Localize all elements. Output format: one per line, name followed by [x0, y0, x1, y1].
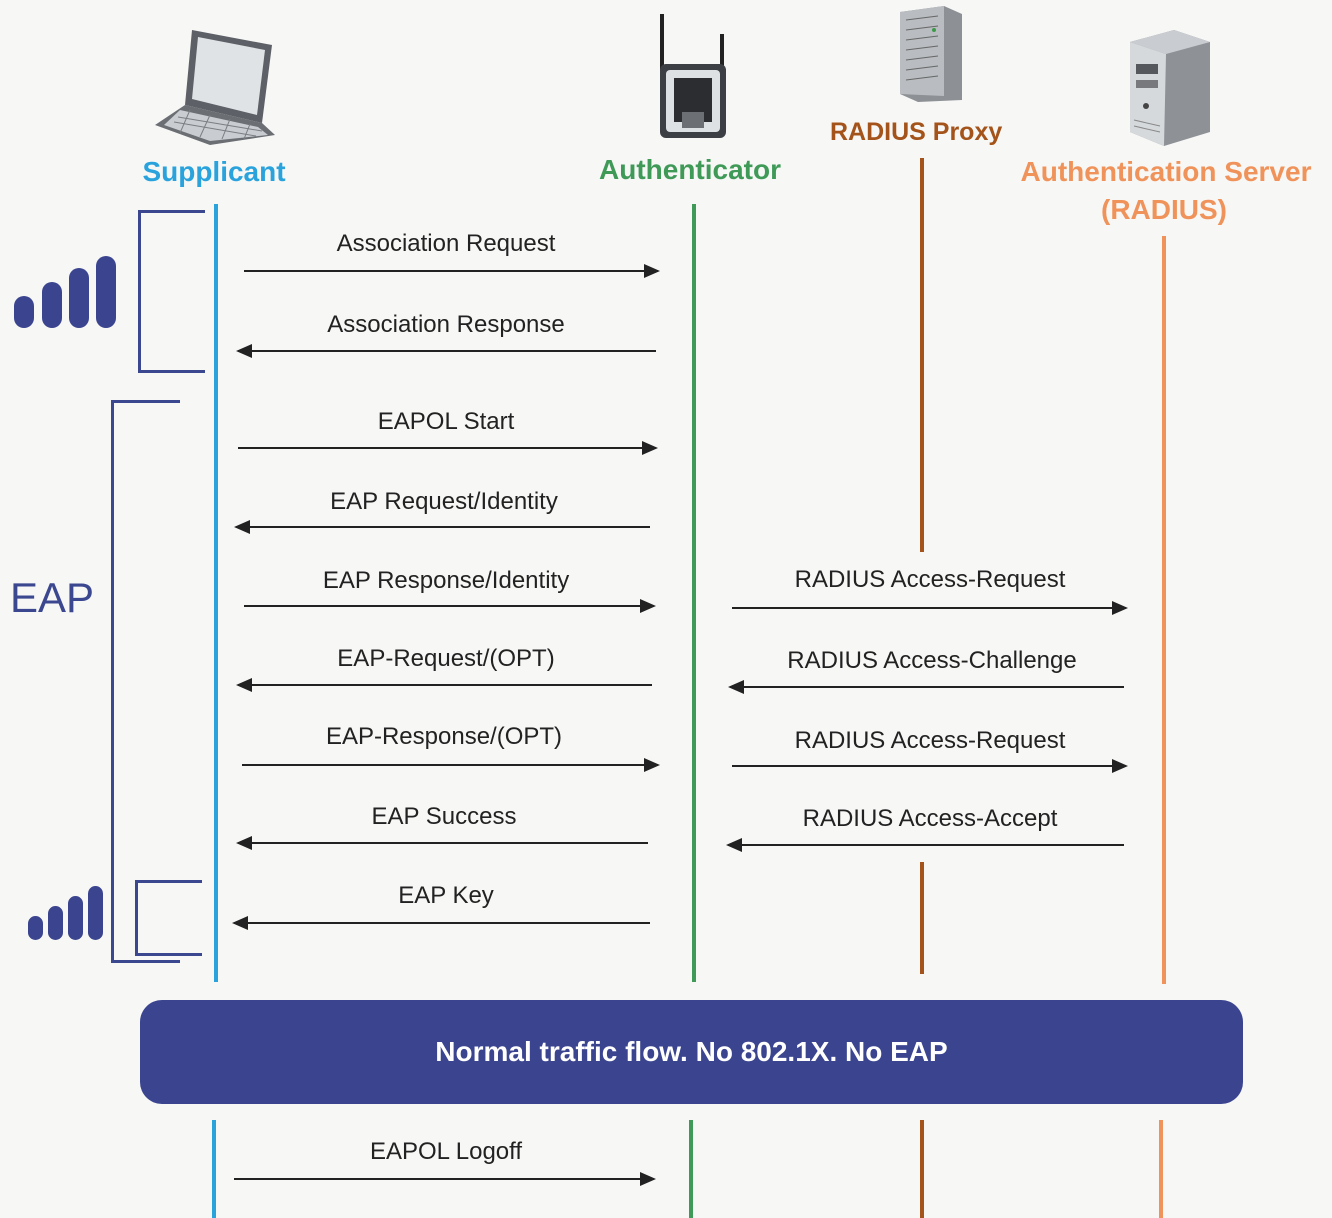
auth-server-lifeline — [1159, 1120, 1163, 1218]
radius-proxy-lifeline — [920, 862, 924, 974]
signal-strength-icon — [14, 256, 116, 328]
auth-server-lifeline — [1162, 236, 1166, 984]
normal-traffic-banner-text: Normal traffic flow. No 802.1X. No EAP — [435, 1036, 948, 1067]
association-response-label: Association Response — [327, 311, 565, 338]
association-request-arrow — [244, 264, 660, 278]
wireless-router-icon — [660, 14, 726, 138]
eapol-logoff-arrow — [234, 1172, 656, 1186]
eap-success-label: EAP Success — [371, 803, 517, 830]
radius-proxy-lifeline — [920, 1120, 924, 1218]
supplicant-lifeline — [212, 1120, 216, 1218]
eap-response-opt-arrow — [242, 758, 660, 772]
eap-request-opt-label: EAP-Request/(OPT) — [337, 645, 555, 672]
radius-access-request-arrow — [732, 601, 1128, 615]
eap-key-bracket — [135, 880, 202, 956]
association-response-arrow — [236, 344, 656, 358]
eap-response-identity-arrow — [244, 599, 656, 613]
eap-response-identity-label: EAP Response/Identity — [322, 567, 570, 594]
association-request-label: Association Request — [336, 230, 556, 257]
signal-strength-icon — [28, 886, 103, 940]
eap-bracket-label: EAP — [10, 574, 95, 621]
radius-access-challenge-arrow — [728, 680, 1124, 694]
supplicant-label: Supplicant — [142, 156, 286, 187]
authenticator-label: Authenticator — [599, 154, 781, 185]
eap-key-label: EAP Key — [398, 882, 494, 909]
radius-access-request-label: RADIUS Access-Request — [794, 727, 1066, 754]
normal-traffic-banner: Normal traffic flow. No 802.1X. No EAP — [140, 1000, 1243, 1104]
rack-server-icon — [900, 6, 962, 102]
eap-request-identity-arrow — [234, 520, 650, 534]
association-bracket — [138, 210, 205, 373]
radius-proxy-label: RADIUS Proxy — [830, 118, 1003, 146]
eap-response-opt-label: EAP-Response/(OPT) — [325, 723, 563, 750]
radius-access-accept-label: RADIUS Access-Accept — [802, 805, 1058, 832]
eap-bracket — [111, 400, 180, 963]
radius-access-request-label: RADIUS Access-Request — [794, 566, 1066, 593]
radius-access-accept-arrow — [726, 838, 1124, 852]
tower-server-icon — [1130, 30, 1210, 146]
radius-proxy-lifeline — [920, 158, 924, 552]
radius-access-request-arrow — [732, 759, 1128, 773]
auth-server-label: Authentication Server — [1020, 156, 1312, 187]
eap-key-arrow — [232, 916, 650, 930]
eap-request-opt-arrow — [236, 678, 652, 692]
eap-success-arrow — [236, 836, 648, 850]
auth-server-sublabel: (RADIUS) — [1101, 194, 1227, 225]
radius-access-challenge-label: RADIUS Access-Challenge — [787, 647, 1077, 674]
eapol-logoff-label: EAPOL Logoff — [369, 1138, 523, 1165]
authenticator-lifeline — [689, 1120, 693, 1218]
eap-request-identity-label: EAP Request/Identity — [330, 488, 558, 515]
eapol-start-arrow — [238, 441, 658, 455]
eapol-start-label: EAPOL Start — [377, 408, 515, 435]
laptop-icon — [155, 30, 275, 145]
authenticator-lifeline — [692, 204, 696, 982]
supplicant-lifeline — [214, 204, 218, 982]
